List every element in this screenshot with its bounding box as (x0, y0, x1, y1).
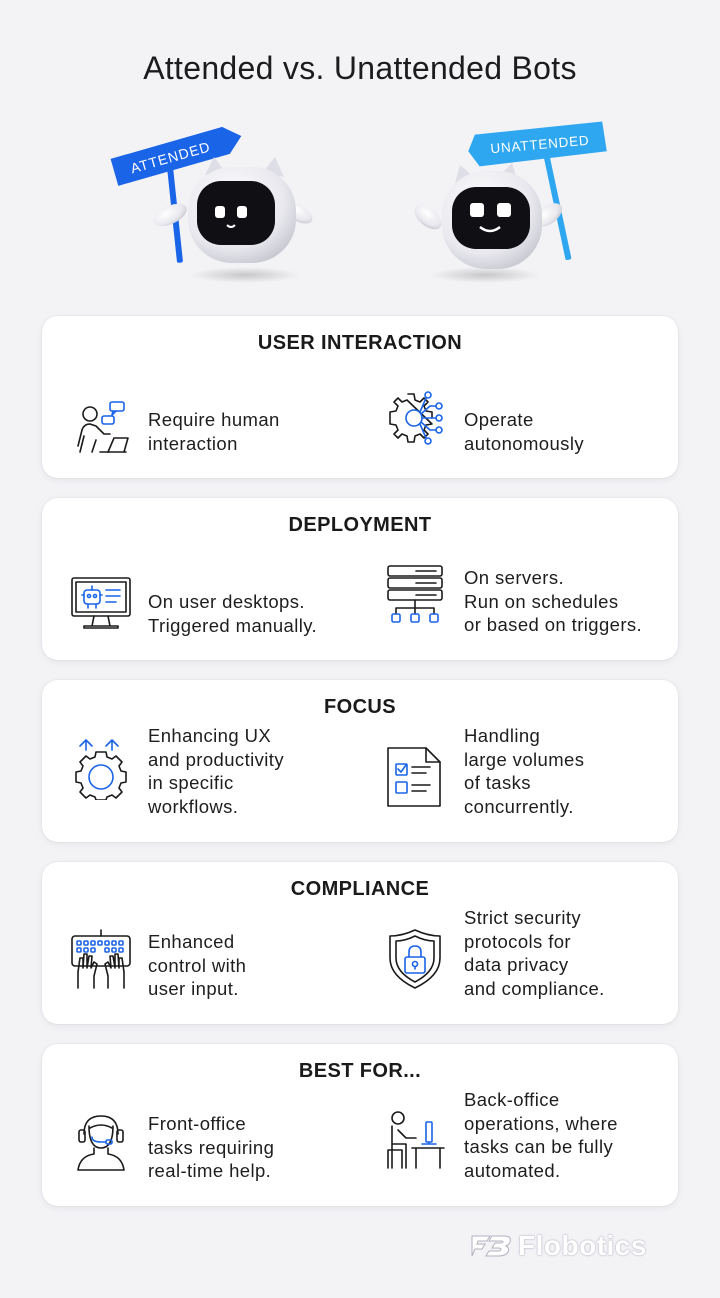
card-compliance: COMPLIANCE Enhanced control with user in… (42, 862, 678, 1024)
card-heading: FOCUS (324, 696, 396, 718)
user-interaction-attended-text: Require human interaction (148, 409, 280, 454)
card-deployment: DEPLOYMENT On user desktops. Triggered m… (42, 498, 678, 660)
unattended-robot: UNATTENDED (414, 121, 607, 283)
flobotics-logo-icon (471, 1235, 511, 1257)
card-focus: FOCUS Enhancing UX and productivity in s… (42, 680, 678, 842)
card-heading: COMPLIANCE (290, 878, 430, 900)
checklist-document-icon (384, 746, 446, 808)
robots-illustration: ATTENDED UNATTENDED (110, 121, 607, 283)
gear-arrows-up-icon (70, 738, 132, 800)
card-heading: DEPLOYMENT (288, 514, 432, 536)
worker-at-desk-icon (384, 1108, 446, 1170)
server-stack-icon (384, 564, 446, 626)
best-for-unattended-text: Back-office operations, where tasks can … (464, 1089, 618, 1181)
compliance-attended-text: Enhanced control with user input. (148, 931, 247, 999)
hands-on-keyboard-icon (70, 928, 132, 990)
gear-network-icon (384, 388, 446, 450)
hero-illustration: ATTENDED UNATTENDED (0, 115, 720, 295)
card-heading: USER INTERACTION (257, 332, 463, 354)
best-for-attended-text: Front-office tasks requiring real-time h… (148, 1113, 275, 1181)
deployment-unattended-text: On servers. Run on schedules or based on… (464, 567, 643, 635)
brand-logo: Flobotics (470, 1228, 647, 1264)
card-heading: BEST FOR... (298, 1060, 422, 1082)
shield-lock-icon (384, 928, 446, 990)
compliance-unattended-text: Strict security protocols for data priva… (464, 907, 605, 999)
headset-agent-icon (72, 1112, 134, 1174)
card-best-for: BEST FOR... Front-office tasks requiring… (42, 1044, 678, 1206)
brand-name: Flobotics (518, 1230, 647, 1261)
page-title: Attended vs. Unattended Bots (143, 50, 577, 86)
unattended-sign: UNATTENDED (468, 121, 607, 167)
desktop-bot-icon (70, 574, 132, 636)
card-user-interaction: USER INTERACTION Require human interacti… (42, 316, 678, 478)
focus-unattended-text: Handling large volumes of tasks concurre… (464, 725, 585, 817)
person-at-laptop-chat-icon (70, 396, 132, 458)
attended-robot: ATTENDED (110, 126, 313, 283)
focus-attended-text: Enhancing UX and productivity in specifi… (148, 725, 284, 817)
deployment-attended-text: On user desktops. Triggered manually. (148, 591, 318, 636)
user-interaction-unattended-text: Operate autonomously (464, 409, 584, 454)
